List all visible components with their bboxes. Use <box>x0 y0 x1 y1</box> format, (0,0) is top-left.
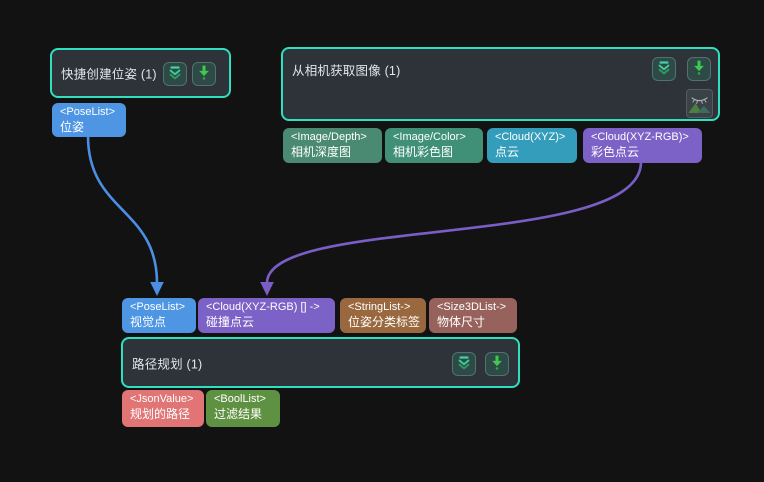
port-vision-points-input[interactable]: <PoseList> 视觉点 <box>122 298 196 333</box>
edge-pose-to-vision-points[interactable] <box>86 135 159 284</box>
port-camera-color-output[interactable]: <Image/Color> 相机彩色图 <box>385 128 483 163</box>
port-point-cloud-output[interactable]: <Cloud(XYZ)> 点云 <box>487 128 577 163</box>
port-planned-path-output[interactable]: <JsonValue> 规划的路径 <box>122 390 204 427</box>
collapse-parameters-button[interactable] <box>652 57 676 81</box>
port-color-point-cloud-output[interactable]: <Cloud(XYZ-RGB)> 彩色点云 <box>583 128 702 163</box>
run-arrow-down-icon <box>488 353 506 376</box>
node-quick-create-pose[interactable]: 快捷创建位姿 (1) <box>50 48 231 98</box>
node-title: 快捷创建位姿 (1) <box>61 67 157 82</box>
node-path-planning[interactable]: 路径规划 (1) <box>121 337 520 388</box>
double-chevron-down-icon <box>166 63 184 86</box>
run-arrow-down-icon <box>195 63 213 86</box>
edge-arrowhead-icon <box>150 282 164 296</box>
port-collision-cloud-input[interactable]: <Cloud(XYZ-RGB) [] -> 碰撞点云 <box>198 298 335 333</box>
node-capture-images-from-camera[interactable]: 从相机获取图像 (1) <box>281 47 720 121</box>
image-preview-button[interactable] <box>686 89 713 118</box>
run-step-button[interactable] <box>485 352 509 376</box>
port-pose-output[interactable]: <PoseList> 位姿 <box>52 103 126 137</box>
run-arrow-down-icon <box>690 58 708 81</box>
port-object-size-input[interactable]: <Size3DList-> 物体尺寸 <box>429 298 517 333</box>
run-step-button[interactable] <box>687 57 711 81</box>
edge-arrowhead-icon <box>260 282 274 296</box>
port-camera-depth-output[interactable]: <Image/Depth> 相机深度图 <box>283 128 382 163</box>
double-chevron-down-icon <box>655 58 673 81</box>
closed-eye-mountains-icon <box>688 89 711 119</box>
collapse-parameters-button[interactable] <box>452 352 476 376</box>
collapse-parameters-button[interactable] <box>163 62 187 86</box>
node-title: 从相机获取图像 (1) <box>292 64 401 78</box>
double-chevron-down-icon <box>455 353 473 376</box>
node-title: 路径规划 (1) <box>132 357 203 371</box>
port-pose-class-label-input[interactable]: <StringList-> 位姿分类标签 <box>340 298 426 333</box>
run-step-button[interactable] <box>192 62 216 86</box>
port-filter-result-output[interactable]: <BoolList> 过滤结果 <box>206 390 280 427</box>
edge-color-cloud-to-collision-cloud[interactable] <box>265 161 643 284</box>
